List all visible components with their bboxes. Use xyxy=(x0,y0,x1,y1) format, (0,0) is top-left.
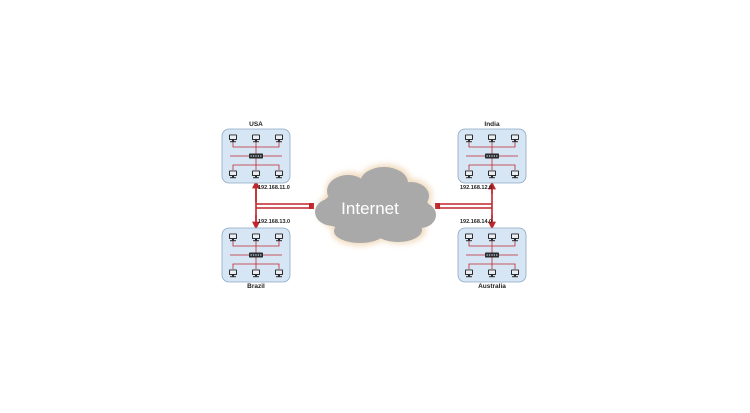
switch-icon xyxy=(485,252,499,258)
site-network-usa: 192.168.11.0 xyxy=(258,185,290,191)
computer-icon xyxy=(511,170,519,179)
right-links xyxy=(435,181,496,230)
site-name-india: India xyxy=(484,121,500,128)
computer-icon xyxy=(229,233,237,242)
site-name-usa: USA xyxy=(249,121,263,128)
computer-icon xyxy=(275,269,283,278)
cloud-label: Internet xyxy=(341,199,399,218)
computer-icon xyxy=(511,269,519,278)
site-network-india: 192.168.12.0 xyxy=(460,185,492,191)
computer-icon xyxy=(511,134,519,143)
switch-icon xyxy=(249,252,263,258)
site-network-brazil: 192.168.13.0 xyxy=(258,219,290,225)
lan-wiring xyxy=(466,241,518,269)
computer-icon xyxy=(488,269,496,278)
computer-icon xyxy=(252,170,260,179)
computer-icon xyxy=(252,134,260,143)
site-name-brazil: Brazil xyxy=(247,283,265,290)
site-australia: Australia 192.168.14.0 xyxy=(457,219,527,290)
computer-icon xyxy=(275,170,283,179)
computer-icon xyxy=(465,269,473,278)
computer-icon xyxy=(511,233,519,242)
computer-icon xyxy=(229,269,237,278)
computer-icon xyxy=(252,233,260,242)
right-link-endpoint xyxy=(435,203,440,209)
computer-icon xyxy=(465,233,473,242)
computer-icon xyxy=(465,134,473,143)
cloud-icon xyxy=(315,167,436,243)
switch-icon xyxy=(485,153,499,159)
switch-icon xyxy=(249,153,263,159)
computer-icon xyxy=(488,233,496,242)
site-network-australia: 192.168.14.0 xyxy=(460,219,492,225)
site-india: India 192.168.12.0 xyxy=(457,121,527,191)
site-usa: USA 192.168.11.0 xyxy=(221,121,291,191)
left-links xyxy=(252,180,314,230)
computer-icon xyxy=(488,170,496,179)
lan-wiring xyxy=(466,142,518,170)
lan-wiring xyxy=(230,142,282,170)
computer-icon xyxy=(275,134,283,143)
computer-icon xyxy=(275,233,283,242)
site-name-australia: Australia xyxy=(478,283,506,290)
left-link-endpoint xyxy=(309,203,314,209)
site-brazil: Brazil 192.168.13.0 xyxy=(221,219,291,290)
computer-icon xyxy=(229,170,237,179)
internet-cloud: Internet xyxy=(315,164,436,246)
computer-icon xyxy=(229,134,237,143)
computer-icon xyxy=(252,269,260,278)
computer-icon xyxy=(465,170,473,179)
lan-wiring xyxy=(230,241,282,269)
computer-icon xyxy=(488,134,496,143)
